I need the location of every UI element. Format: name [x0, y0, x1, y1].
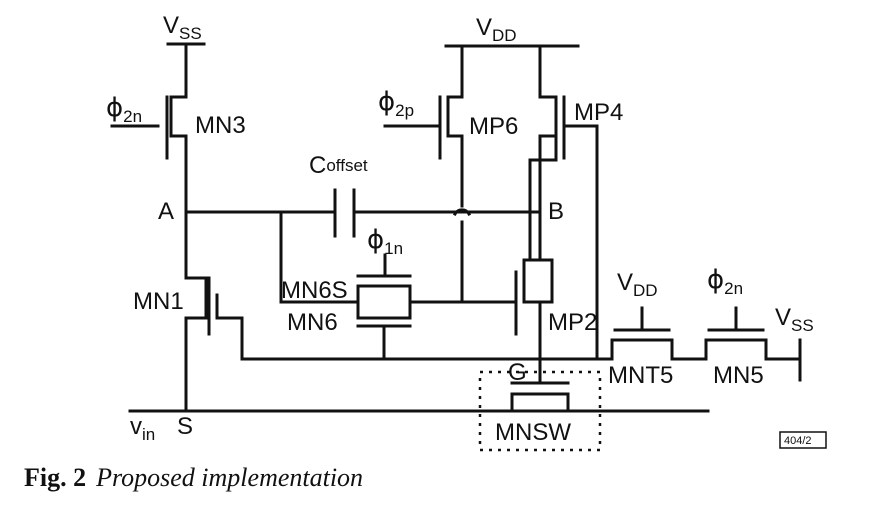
mn3-gate [110, 95, 169, 160]
mp2-gate [408, 270, 518, 336]
mnt5-label: MNT5 [608, 362, 673, 389]
wire-mp2 [522, 258, 542, 364]
mn1-label: MN1 [133, 288, 184, 315]
node-g-label: G [508, 359, 527, 386]
mp4-gate [562, 95, 599, 361]
mp4-diode [528, 134, 558, 260]
phi2p-label: ϕ2p [378, 87, 414, 120]
mn6s-label: MN6S [281, 277, 348, 304]
wire-mp4 [538, 95, 558, 262]
coffset-label: Coffset [309, 152, 368, 179]
mp2-body [538, 258, 554, 304]
mn6-label: MN6 [287, 309, 338, 336]
mn6-gate [356, 324, 412, 361]
figure-tag: 404/2 [784, 435, 812, 447]
mp6-label: MP6 [469, 113, 518, 140]
mn5-label: MN5 [713, 362, 764, 389]
mp4-label: MP4 [574, 99, 623, 126]
mp6-gate [383, 95, 442, 160]
phi1n-label: ϕ1n [367, 225, 403, 258]
vss-top-label: VSS [163, 12, 202, 43]
node-s-label: S [177, 413, 193, 440]
mn3-label: MN3 [195, 112, 246, 139]
mn6s-box [356, 284, 412, 320]
mn6s-gate [356, 253, 412, 278]
mnsw-label: MNSW [495, 419, 571, 446]
mp2-label: MP2 [548, 309, 597, 336]
vdd-right-label: VDD [617, 269, 658, 300]
vin-label: vin [130, 413, 155, 444]
wire-mp6 [446, 95, 464, 304]
wire-mn3 [166, 42, 206, 214]
vss-right-label: VSS [775, 304, 814, 335]
node-a-label: A [158, 198, 174, 225]
wire-mnsw [510, 360, 570, 413]
mn1-gate [207, 276, 244, 361]
figure-tag-box [779, 431, 827, 449]
phi2n-right-label: ϕ2n [707, 265, 743, 298]
phi2n-left-label: ϕ2n [106, 93, 142, 126]
wires [110, 42, 827, 452]
wire-crossover [452, 208, 472, 217]
mn5-gate [707, 306, 765, 332]
vdd-top-label: VDD [476, 14, 517, 45]
wire-mn1 [184, 210, 208, 410]
coffset-plates [333, 188, 356, 238]
wire-vdd-top [444, 44, 580, 99]
wire-a-mn6s [279, 210, 360, 304]
mnt5-gate [613, 306, 671, 332]
wire-mnt5-mn5 [610, 338, 802, 382]
node-b-label: B [548, 198, 564, 225]
